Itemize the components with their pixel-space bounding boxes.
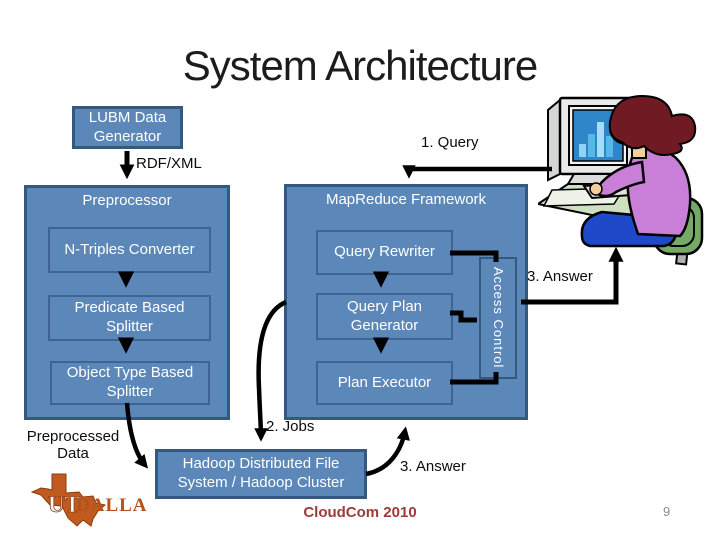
preprocessor-title: Preprocessor — [82, 192, 172, 209]
ut-dallas-logo: UT DALLAS — [30, 473, 148, 527]
object-type-splitter-label: Object Type Based Splitter — [66, 364, 194, 400]
arm-icon — [592, 160, 646, 198]
ntriples-converter-label: N-Triples Converter — [64, 240, 195, 258]
preprocessor-box: Preprocessor N-Triples Converter Predica… — [24, 185, 230, 420]
answer-top-label: 3. Answer — [527, 268, 593, 285]
lubm-data-generator-label: LUBM Data Generator — [88, 108, 167, 145]
query-arrow — [402, 165, 552, 179]
ntriples-converter-box: N-Triples Converter — [48, 227, 211, 273]
preprocessed-data-label: Preprocessed Data — [26, 428, 120, 462]
logo-ut-text: UT — [48, 492, 80, 517]
plan-executor-box: Plan Executor — [316, 361, 453, 405]
predicate-splitter-box: Predicate Based Splitter — [48, 295, 211, 341]
query-plan-generator-box: Query Plan Generator — [316, 293, 453, 340]
object-type-splitter-box: Object Type Based Splitter — [50, 361, 210, 405]
predicate-splitter-label: Predicate Based Splitter — [74, 299, 185, 335]
query-rewriter-box: Query Rewriter — [316, 230, 453, 275]
access-control-label: Access Control — [491, 267, 507, 369]
jobs-flow-label: 2. Jobs — [266, 418, 315, 435]
query-rewriter-label: Query Rewriter — [334, 243, 435, 261]
plan-executor-label: Plan Executor — [337, 373, 432, 391]
monitor-side-icon — [547, 97, 561, 182]
slide-title: System Architecture — [182, 42, 538, 89]
person-at-computer-clipart — [538, 94, 704, 266]
hand-icon — [589, 182, 603, 196]
jobs-arrow — [254, 299, 288, 442]
page-number: 9 — [663, 504, 671, 519]
hadoop-cluster-box: Hadoop Distributed File System / Hadoop … — [155, 449, 367, 499]
answer-bottom-label: 3. Answer — [400, 458, 466, 475]
query-plan-generator-label: Query Plan Generator — [346, 297, 423, 334]
bar-chart-icon — [579, 122, 613, 157]
logo-dallas-text: DALLAS — [76, 495, 148, 516]
texas-icon — [30, 473, 107, 527]
hadoop-cluster-label: Hadoop Distributed File System / Hadoop … — [177, 455, 345, 491]
mapreduce-title: MapReduce Framework — [325, 191, 487, 208]
query-flow-label: 1. Query — [421, 134, 479, 151]
rdf-xml-label: RDF/XML — [136, 155, 202, 172]
access-control-box: Access Control — [479, 257, 517, 379]
hair-icon — [608, 94, 697, 156]
footer-conference: CloudCom 2010 — [303, 504, 417, 521]
lubm-data-generator-box: LUBM Data Generator — [72, 106, 183, 149]
